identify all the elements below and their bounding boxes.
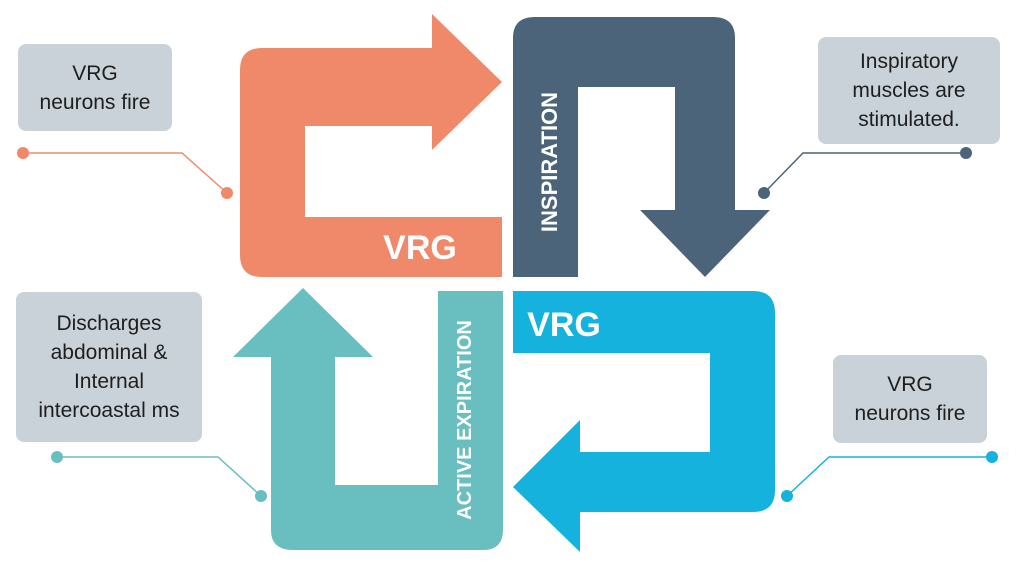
callout-bottom-right-text: VRG neurons fire	[854, 373, 966, 425]
arrow-label-vrg-top: VRG	[383, 229, 457, 267]
arrow-bottom-left	[233, 288, 503, 550]
callout-top-right-text: Inspiratory muscles are stimulated.	[852, 50, 966, 131]
connector-dot-top-right-end	[758, 187, 770, 199]
connector-line-bottom-left	[57, 456, 262, 497]
arrow-label-vrg-bottom: VRG	[527, 306, 601, 344]
connector-line-bottom-right	[786, 456, 992, 497]
connector-dot-bottom-right-end	[781, 490, 793, 502]
callout-top-right: Inspiratory muscles are stimulated.	[818, 37, 1000, 144]
arrow-bottom-right	[513, 291, 775, 552]
connector-dot-bottom-left-start	[51, 451, 63, 463]
connector-dot-bottom-right-start	[986, 451, 998, 463]
arrow-label-active-expiration: ACTIVE EXPIRATION	[454, 320, 476, 520]
connector-dot-top-right-start	[960, 147, 972, 159]
connector-dot-top-left-start	[17, 147, 29, 159]
callout-top-left: VRG neurons fire	[18, 44, 172, 131]
connector-line-top-left	[23, 152, 228, 194]
callout-bottom-left-text: Discharges abdominal & Internal intercoa…	[38, 312, 180, 422]
callout-bottom-left: Discharges abdominal & Internal intercoa…	[16, 292, 202, 442]
arrow-top-left	[240, 14, 502, 277]
arrow-top-right	[513, 17, 770, 277]
callout-bottom-right: VRG neurons fire	[833, 355, 987, 443]
connector-dot-bottom-left-end	[255, 490, 267, 502]
arrow-label-inspiration: INSPIRATION	[537, 92, 562, 232]
connector-line-top-right	[763, 152, 966, 194]
connector-dot-top-left-end	[221, 187, 233, 199]
callout-top-left-text: VRG neurons fire	[39, 61, 151, 114]
